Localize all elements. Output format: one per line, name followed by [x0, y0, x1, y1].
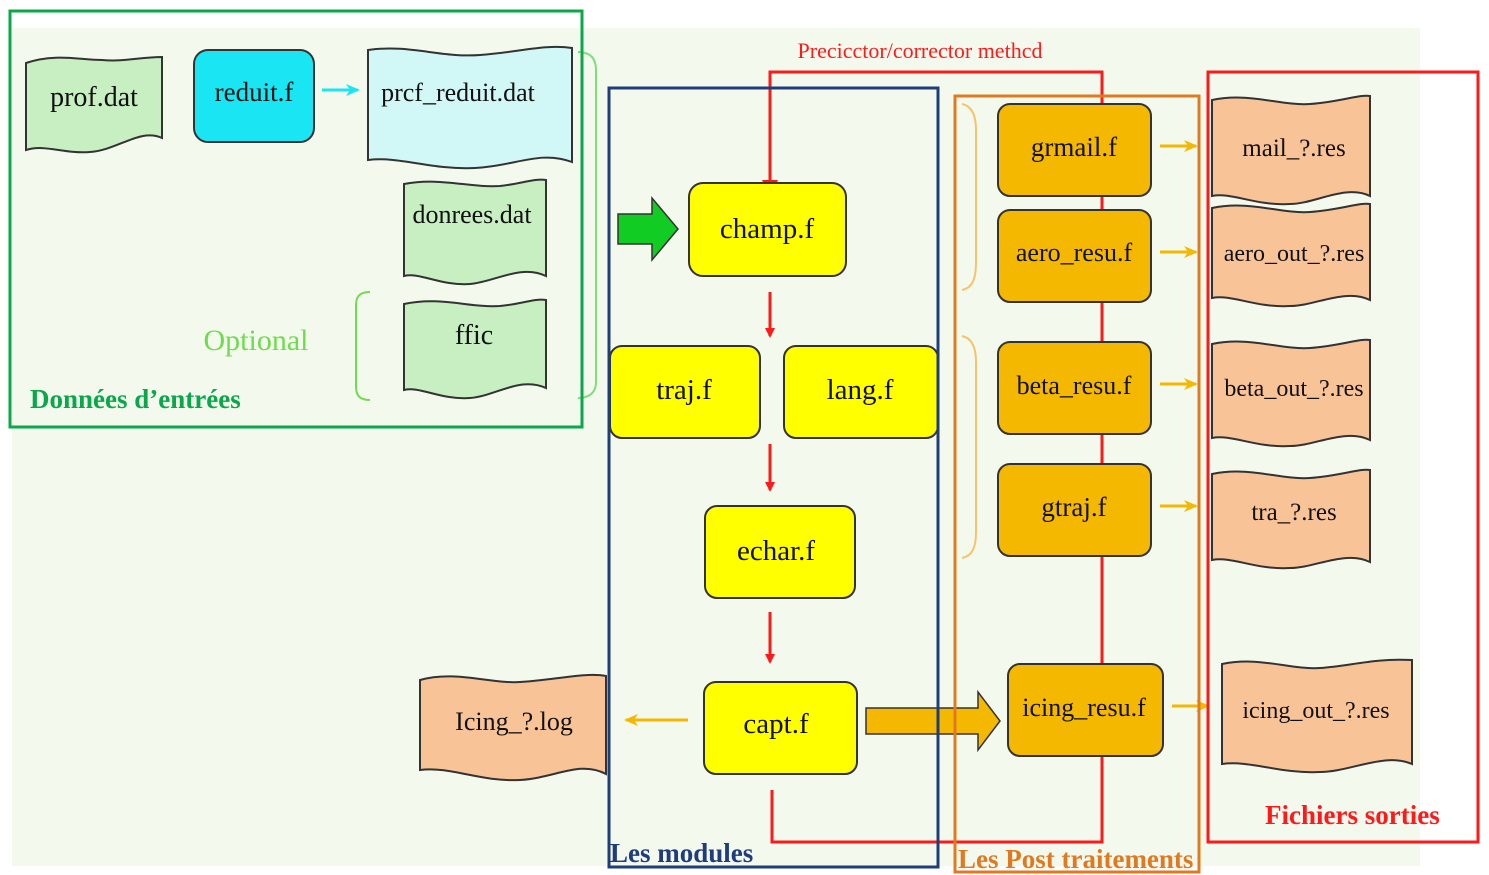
doc-icing-out-res	[1221, 658, 1413, 774]
module-lang-f-label: lang.f	[827, 374, 894, 406]
modules-frame	[607, 86, 940, 869]
optional-label: Optional	[204, 324, 309, 357]
predictor-corrector-label: Precicctor/corrector methcd	[798, 38, 1043, 63]
output-files-frame	[1206, 70, 1480, 844]
input-group-bracket	[577, 51, 597, 399]
module-echar-f-label: echar.f	[737, 535, 815, 567]
doc-ffic-label: ffic	[455, 320, 493, 351]
doc-ffic	[403, 298, 547, 400]
input-data-frame	[8, 9, 584, 429]
optional-bracket	[355, 291, 371, 401]
module-champ-f-label: champ.f	[720, 213, 815, 245]
modules-frame-label: Les modules	[610, 838, 754, 868]
module-capt-f-label: capt.f	[743, 708, 809, 740]
doc-mail-res-label: mail_?.res	[1242, 135, 1345, 162]
module-champ-f	[688, 182, 847, 277]
post-beta-resu-f-label: beta_resu.f	[1017, 371, 1132, 400]
doc-beta-out-res	[1211, 338, 1371, 448]
input-to-champ-arrow	[617, 195, 679, 263]
output-files-frame-label: Fichiers sorties	[1265, 800, 1440, 830]
doc-icing-log-label: Icing_?.log	[455, 707, 573, 736]
module-traj-f-label: traj.f	[656, 374, 712, 406]
post-gtraj-f-label: gtraj.f	[1041, 492, 1106, 522]
doc-aero-out-res	[1211, 202, 1371, 308]
doc-prof-dat	[25, 55, 163, 154]
post-gtraj-f	[997, 463, 1152, 557]
reduit-module	[193, 49, 315, 143]
doc-tra-res	[1211, 468, 1371, 570]
doc-prof-reduit-dat	[367, 45, 573, 170]
doc-icing-out-res-label: icing_out_?.res	[1242, 698, 1389, 724]
post-grmail-f-label: grmail.f	[1031, 132, 1117, 162]
post-icing-resu-f	[1007, 663, 1164, 757]
input-data-frame-label: Données d’entrées	[30, 384, 241, 414]
doc-aero-out-res-label: aero_out_?.res	[1224, 241, 1365, 267]
post-aero-resu-f	[997, 209, 1152, 303]
post-grmail-f	[997, 103, 1152, 197]
doc-prof-dat-label: prof.dat	[50, 82, 138, 113]
post-beta-resu-f	[997, 341, 1152, 435]
doc-tra-res-label: tra_?.res	[1251, 499, 1336, 526]
doc-prof-reduit-dat-label: prcf_reduit.dat	[381, 78, 536, 107]
module-echar-f	[704, 505, 856, 599]
doc-donnees-dat	[403, 178, 547, 286]
doc-icing-log	[419, 673, 607, 782]
doc-beta-out-res-label: beta_out_?.res	[1224, 376, 1363, 402]
post-processing-frame	[953, 94, 1201, 874]
post-bracket-bottom	[961, 335, 977, 559]
post-aero-resu-f-label: aero_resu.f	[1016, 238, 1133, 267]
capt-to-icing-resu-arrow	[865, 689, 1001, 753]
reduit-module-label: reduit.f	[215, 77, 294, 107]
doc-donnees-dat-label: donrees.dat	[412, 200, 532, 229]
doc-mail-res	[1211, 94, 1371, 206]
post-bracket-top	[961, 103, 977, 291]
post-icing-resu-f-label: icing_resu.f	[1022, 693, 1146, 722]
post-processing-frame-label: Les Post traitements	[958, 844, 1194, 874]
module-capt-f	[703, 681, 858, 775]
